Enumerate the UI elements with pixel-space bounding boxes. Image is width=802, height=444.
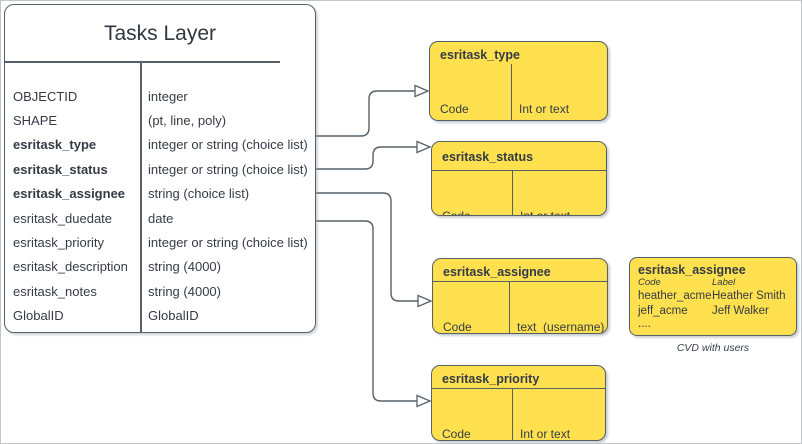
field-name: esritask_notes	[13, 283, 97, 299]
choice-type: Int or text	[520, 427, 571, 441]
cvd-header-row: Code Label	[638, 277, 796, 289]
choice-type: text (username)	[517, 320, 605, 334]
choice-type: Int or text	[520, 209, 571, 216]
choice-table-esritask-priority: esritask_priority Code Description Int o…	[431, 365, 606, 441]
field-name: esritask_assignee	[13, 186, 126, 202]
choice-table-body: Code Description Int or text text (255)	[430, 64, 607, 120]
choice-table-esritask-type: esritask_type Code Description Int or te…	[429, 41, 608, 121]
field-name: OBJECTID	[13, 88, 78, 104]
choice-types-column: Int or text text (255)	[511, 64, 607, 120]
field-name: esritask_type	[13, 137, 97, 153]
choice-fields-column: Code Description	[432, 171, 512, 215]
field-name: SHAPE	[13, 113, 58, 129]
field-type: string (4000)	[148, 283, 221, 299]
connector-esritask-type	[316, 90, 415, 137]
field-row: esritask_status integer or string (choic…	[5, 157, 315, 181]
field-type: integer or string (choice list)	[148, 235, 308, 251]
field-type: (pt, line, poly)	[148, 113, 227, 129]
field-name: GlobalID	[13, 308, 64, 324]
field-list: OBJECTID integer SHAPE (pt, line, poly) …	[5, 84, 315, 328]
choice-field: Code	[442, 427, 471, 441]
field-name: esritask_description	[13, 259, 128, 275]
cvd-column-header: Code	[638, 277, 661, 288]
field-row: SHAPE (pt, line, poly)	[5, 108, 315, 132]
tasks-layer-table: Tasks Layer OBJECTID integer SHAPE (pt, …	[4, 4, 316, 333]
choice-field: Code	[442, 209, 471, 216]
field-type: integer	[148, 88, 188, 104]
connector-arrowhead-icon	[416, 394, 432, 408]
table-title: Tasks Layer	[103, 22, 217, 45]
field-name: esritask_duedate	[13, 210, 113, 226]
choice-table-title: esritask_status	[442, 150, 534, 164]
choice-type: Int or text	[519, 102, 570, 116]
field-type: date	[148, 210, 174, 226]
field-row: esritask_description string (4000)	[5, 255, 315, 279]
choice-types-column: Int or text text (255)	[512, 171, 606, 215]
choice-fields-column: Code Description	[432, 389, 512, 440]
connector-esritask-assignee	[316, 192, 418, 302]
cvd-caption: CVD with users	[676, 342, 750, 354]
field-row: esritask_type integer or string (choice …	[5, 133, 315, 157]
cvd-example-table: esritask_assignee Code Label heather_acm…	[629, 257, 797, 336]
choice-table-esritask-status: esritask_status Code Description Int or …	[431, 141, 607, 216]
field-row: esritask_duedate date	[5, 206, 315, 230]
cvd-data-row: jeff_acme Jeff Walker	[638, 304, 796, 319]
field-name: esritask_status	[13, 161, 108, 177]
connector-arrowhead-icon	[414, 84, 430, 98]
choice-table-body: Code Description Int or text text (255)	[432, 388, 605, 440]
field-row: GlobalID GlobalID	[5, 304, 315, 328]
field-row: esritask_notes string (4000)	[5, 279, 315, 303]
field-row: OBJECTID integer	[5, 84, 315, 108]
field-row: esritask_assignee string (choice list)	[5, 182, 315, 206]
field-type: integer or string (choice list)	[148, 137, 308, 153]
cvd-code: jeff_acme	[638, 304, 688, 317]
cvd-table-title: esritask_assignee	[638, 263, 746, 277]
field-type: GlobalID	[148, 308, 199, 324]
choice-fields-column: Code Description	[430, 64, 511, 120]
choice-field: Code	[443, 320, 472, 334]
choice-table-body: Code Description text (username) text (2…	[433, 281, 607, 333]
field-type: string (choice list)	[148, 186, 250, 202]
title-divider	[4, 61, 280, 63]
choice-table-esritask-assignee: esritask_assignee Code Description text …	[432, 258, 608, 334]
choice-table-body: Code Description Int or text text (255)	[432, 170, 606, 215]
connector-esritask-priority	[316, 220, 417, 402]
choice-types-column: text (username) text (255)	[509, 282, 607, 333]
choice-table-title: esritask_type	[440, 48, 520, 62]
choice-fields-column: Code Description	[433, 282, 509, 333]
connector-arrowhead-icon	[416, 140, 432, 154]
field-row: esritask_priority integer or string (cho…	[5, 230, 315, 254]
field-type: string (4000)	[148, 259, 221, 275]
cvd-ellipsis: ....	[638, 318, 651, 330]
field-type: integer or string (choice list)	[148, 161, 308, 177]
column-divider	[140, 62, 142, 332]
connector-esritask-status	[316, 146, 417, 170]
cvd-label: Jeff Walker	[712, 304, 769, 317]
cvd-column-header: Label	[712, 277, 736, 288]
choice-types-column: Int or text text (255)	[512, 389, 605, 440]
cvd-data-row: heather_acme Heather Smith	[638, 289, 796, 304]
choice-table-title: esritask_assignee	[443, 265, 551, 279]
cvd-label: Heather Smith	[712, 290, 786, 302]
field-name: esritask_priority	[13, 235, 105, 251]
cvd-code: heather_acme	[638, 290, 712, 302]
choice-field: Code	[440, 102, 469, 116]
connector-arrowhead-icon	[417, 294, 433, 308]
choice-table-title: esritask_priority	[442, 372, 540, 386]
